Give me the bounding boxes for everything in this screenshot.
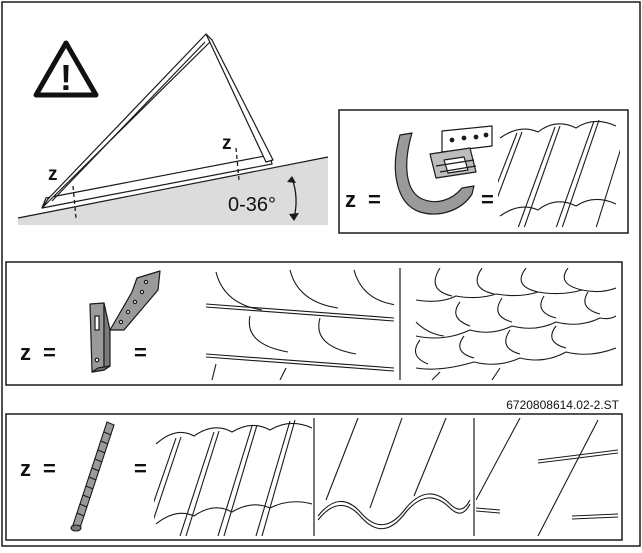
angle-indicator: 0-36° <box>228 176 299 221</box>
warning-symbol: ! <box>60 57 72 98</box>
roof-slope <box>17 156 329 225</box>
z-label-right: z <box>222 133 232 154</box>
warning-triangle-icon: ! <box>33 40 99 98</box>
roof-tiles-pantile <box>498 119 620 227</box>
anchor-point-left: z <box>48 164 77 219</box>
roof-tiles-beaver-tail <box>206 269 394 380</box>
roof-hook-icon <box>394 125 493 215</box>
z-label-screw: z <box>20 456 31 481</box>
mounting-frame <box>41 33 274 209</box>
z-label-hook: z <box>345 187 356 212</box>
anchor-point-right: z <box>222 133 240 181</box>
z-label-left: z <box>48 164 58 185</box>
roof-bracket-icon <box>89 270 161 373</box>
equals-sign: = <box>43 456 56 481</box>
equals-sign: = <box>134 340 147 365</box>
z-label-bracket: z <box>20 340 31 365</box>
roof-tiles-fish-scale <box>414 268 616 380</box>
equals-sign: = <box>43 340 56 365</box>
hanger-bolt-icon <box>70 421 115 532</box>
equals-sign: = <box>481 187 494 212</box>
roof-trapezoid-sheet <box>476 418 619 536</box>
roof-tiles-interlocking <box>154 419 312 536</box>
drawing-code: 6720808614.02-2.ST <box>506 398 619 412</box>
angle-label: 0-36° <box>228 194 276 216</box>
equals-sign: = <box>368 187 381 212</box>
roof-corrugated-sheet <box>317 418 471 530</box>
equals-sign: = <box>134 456 147 481</box>
